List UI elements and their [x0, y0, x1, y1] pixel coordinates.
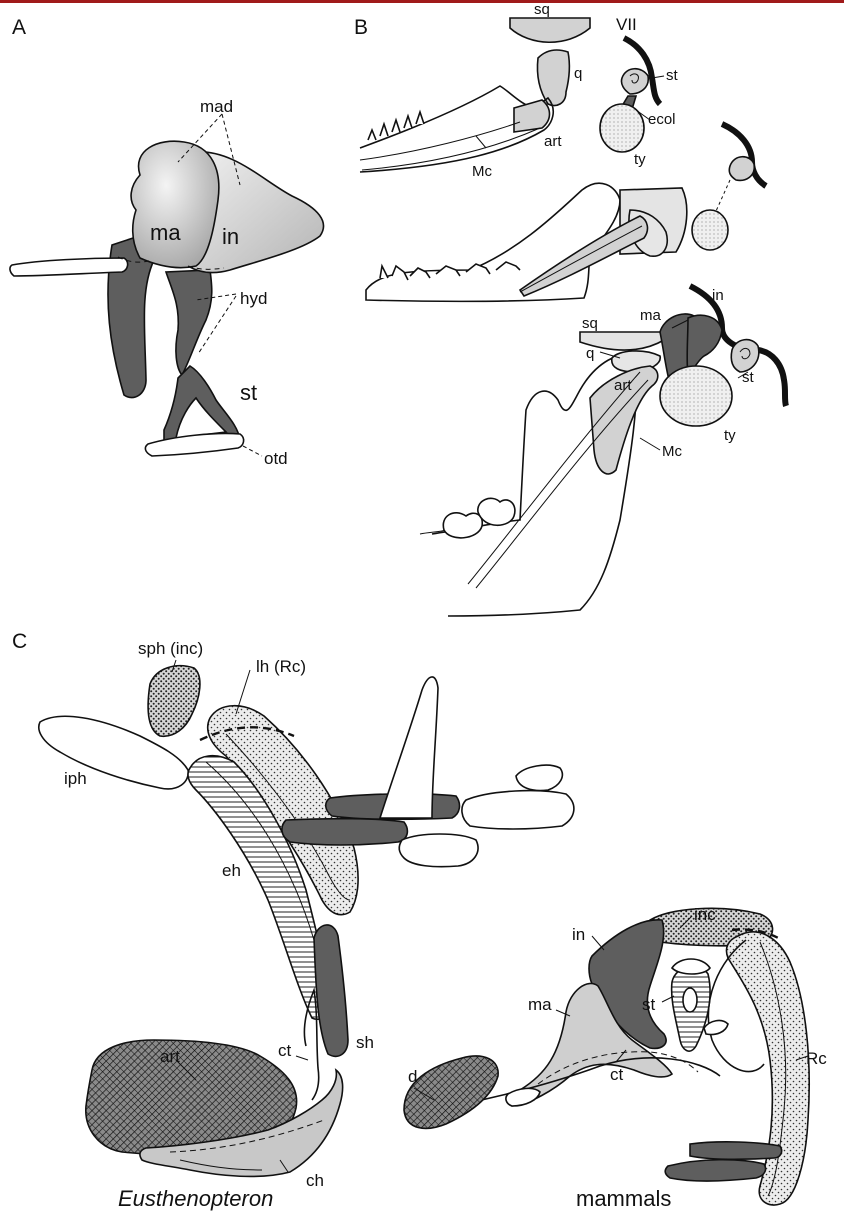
ct-leader [296, 1056, 308, 1060]
dark-bar-2 [282, 819, 407, 845]
panel-b: B [354, 1, 786, 616]
teeth-mid [380, 262, 520, 280]
label-ct-c: ct [278, 1041, 292, 1060]
dark-bars-mammal [690, 1142, 782, 1159]
label-sq-bottom: sq [582, 315, 598, 332]
panel-c-label: C [12, 630, 27, 653]
white-rect-right [462, 791, 574, 829]
label-rc: Rc [806, 1049, 827, 1068]
label-ty-top: ty [634, 151, 646, 168]
label-in-c: in [572, 925, 585, 944]
stapes-c-foramen [683, 988, 697, 1012]
stylohyal-sh [314, 925, 348, 1056]
panel-a-label: A [12, 16, 26, 39]
label-ct-mammal: ct [610, 1065, 624, 1084]
white-low-right [399, 834, 478, 867]
label-ecol: ecol [648, 111, 676, 128]
label-ma-c: ma [528, 995, 552, 1014]
caption-eusthenopteron: Eusthenopteron [118, 1186, 273, 1211]
stapes-c-cap [672, 959, 710, 974]
label-in: in [222, 224, 239, 249]
in-leader [592, 936, 604, 950]
label-st-top: st [666, 67, 679, 84]
stapes-top [621, 69, 648, 94]
label-sph: sph (inc) [138, 639, 203, 658]
label-art-top: art [544, 133, 562, 150]
meckel-mid [520, 226, 642, 292]
white-slip-mammal [506, 1088, 540, 1106]
label-d: d [408, 1067, 417, 1086]
panel-c: C sph (inc) lh (Rc) iph eh [12, 630, 827, 1211]
dark-bars-mammal-2 [665, 1160, 765, 1181]
label-ma-bottom: ma [640, 307, 661, 324]
articular-top [514, 100, 550, 132]
lower-jaw-mid [366, 183, 620, 301]
white-oval-right [516, 765, 562, 790]
label-st-c: st [642, 995, 656, 1014]
malleus-a [131, 141, 219, 267]
tympanum-mid [692, 210, 728, 250]
tympanum-bottom [660, 366, 732, 426]
label-in-bottom: in [712, 287, 724, 304]
label-lh: lh (Rc) [256, 657, 306, 676]
label-st-bottom: st [742, 369, 755, 386]
label-inc: inc [694, 905, 716, 924]
label-ch: ch [306, 1171, 324, 1190]
white-spike [380, 677, 438, 818]
label-eh: eh [222, 861, 241, 880]
label-sq-top: sq [534, 1, 550, 18]
mc-leader-bottom [640, 438, 660, 450]
label-art-c: art [160, 1047, 180, 1066]
label-vii: VII [616, 15, 637, 34]
dentary-c [404, 1056, 498, 1128]
quadrate-top [537, 50, 569, 106]
label-q-bottom: q [586, 345, 594, 362]
small-oval-c [704, 1021, 728, 1035]
mc-leader-top [476, 136, 486, 148]
panel-a: A mad ma in hyd st otd [10, 16, 324, 468]
label-mc-bottom: Mc [662, 443, 682, 460]
label-iph: iph [64, 769, 87, 788]
otd-leader [243, 446, 262, 456]
caption-mammals: mammals [576, 1186, 671, 1211]
label-art-bottom: art [614, 377, 632, 394]
label-otd: otd [264, 449, 288, 468]
stapes-bottom [731, 340, 759, 372]
label-sh: sh [356, 1033, 374, 1052]
jaw-bottom-top [362, 128, 540, 170]
otic-disc [145, 433, 243, 456]
label-ma: ma [150, 220, 181, 245]
label-st: st [240, 380, 257, 405]
molars-bottom [443, 498, 515, 538]
suprapharyngohyal [148, 666, 200, 737]
squamosal-top [510, 18, 590, 42]
label-mc-top: Mc [472, 163, 492, 180]
label-mad: mad [200, 97, 233, 116]
stapes-mid [729, 157, 754, 181]
label-hyd: hyd [240, 289, 267, 308]
hyoid-column [166, 270, 212, 375]
label-ty-bottom: ty [724, 427, 736, 444]
panel-b-label: B [354, 16, 368, 39]
label-q-top: q [574, 65, 582, 82]
